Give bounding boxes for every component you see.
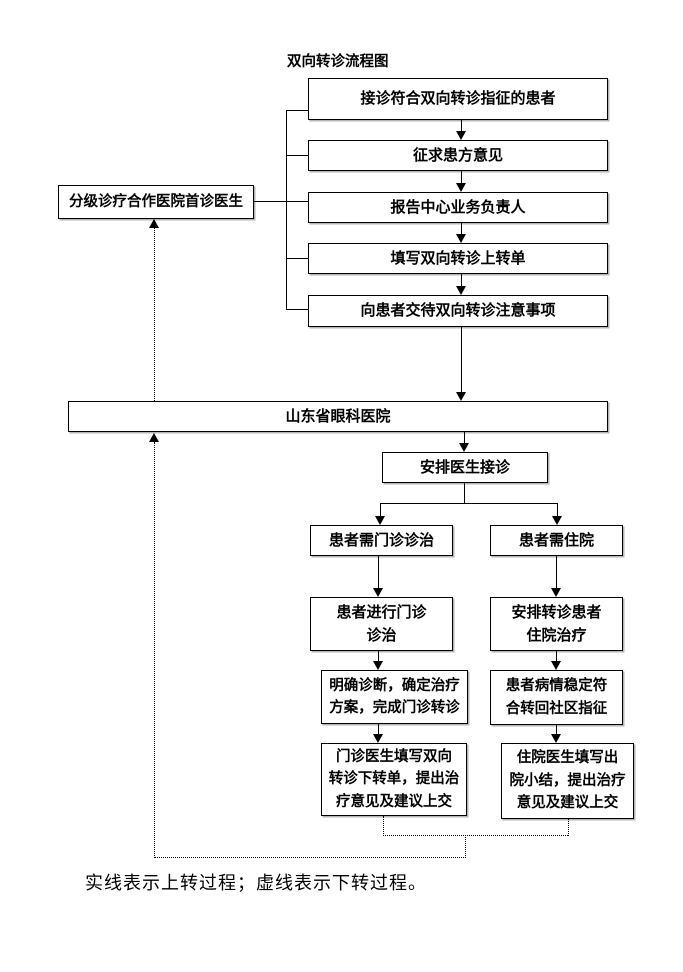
arrowhead-inpatient-stable-icon [551, 661, 561, 670]
arrow-line-hospital-arrange [464, 432, 465, 444]
node-outpatient-downrefer: 门诊医生填写双向 转诊下转单，提出治 疗意见及建议上交 [321, 743, 467, 816]
flowchart-title: 双向转诊流程图 [287, 54, 389, 70]
dotted-line-from-inpatient-summary [568, 819, 569, 836]
bracket-stub-step5 [286, 309, 308, 310]
arrowhead-hospital-icon [456, 392, 466, 401]
node-inpatient-need: 患者需住院 [490, 525, 623, 556]
dotted-line-merge-horizontal [383, 835, 568, 836]
arrow-line-outpatient-3 [378, 724, 379, 735]
arrow-line-step4-step5 [461, 274, 462, 287]
node-shandong-eye-hospital: 山东省眼科医院 [68, 401, 608, 432]
arrow-line-step1-step2 [461, 120, 462, 133]
arrow-line-step2-step3 [461, 171, 462, 184]
arrowhead-arrange-icon [459, 443, 469, 452]
arrow-line-outpatient-1 [378, 556, 379, 589]
arrowhead-outpatient-downrefer-icon [373, 734, 383, 743]
node-receive-patient: 接诊符合双向转诊指征的患者 [308, 78, 608, 120]
node-report-director: 报告中心业务负责人 [308, 192, 608, 223]
arrow-line-split-left [380, 503, 381, 517]
node-instruct-patient: 向患者交待双向转诊注意事项 [308, 295, 608, 327]
arrow-line-step3-step4 [461, 223, 462, 235]
dotted-arrowhead-to-hospital-icon [149, 433, 159, 442]
split-stem-line [464, 483, 465, 504]
arrowhead-step3-icon [456, 183, 466, 192]
dotted-line-bottom-horizontal [154, 857, 466, 858]
bracket-stub-step1 [286, 110, 308, 111]
node-outpatient-treat: 患者进行门诊 诊治 [310, 597, 453, 651]
arrow-line-outpatient-2 [378, 651, 379, 662]
arrowhead-outpatient-diagnose-icon [373, 661, 383, 670]
arrowhead-inpatient-summary-icon [551, 734, 561, 743]
node-arrange-doctor: 安排医生接诊 [382, 452, 548, 483]
arrowhead-step4-icon [456, 234, 466, 243]
arrow-line-inpatient-1 [556, 556, 557, 589]
connector-doctor-to-step3 [254, 201, 308, 202]
arrow-line-inpatient-2 [556, 651, 557, 662]
bracket-vertical-line [286, 110, 287, 309]
dotted-line-up-to-hospital [154, 442, 155, 858]
legend-caption: 实线表示上转过程；虚线表示下转过程。 [85, 873, 427, 893]
node-inpatient-stable: 患者病情稳定符 合转回社区指征 [490, 670, 623, 725]
arrow-line-step5-hospital [461, 327, 462, 393]
bracket-stub-step2 [286, 155, 308, 156]
node-outpatient-need: 患者需门诊诊治 [310, 525, 453, 556]
arrow-line-inpatient-3 [556, 725, 557, 735]
node-outpatient-diagnose: 明确诊断，确定治疗 方案，完成门诊转诊 [321, 670, 468, 724]
arrowhead-inpatient-arrange-icon [551, 588, 561, 597]
split-horizontal-line [380, 503, 557, 504]
dotted-line-merge-drop [465, 835, 466, 858]
bracket-stub-step4 [286, 258, 308, 259]
arrowhead-step2-icon [456, 131, 466, 140]
arrowhead-step5-icon [456, 286, 466, 295]
dotted-line-from-outpatient-downrefer [383, 816, 384, 836]
node-inpatient-summary: 住院医生填写出 院小结，提出治疗 意见及建议上交 [501, 743, 634, 819]
arrowhead-inpatient-icon [552, 516, 562, 525]
arrowhead-outpatient-icon [375, 516, 385, 525]
node-fill-up-referral-form: 填写双向转诊上转单 [308, 243, 608, 274]
node-inpatient-arrange: 安排转诊患者 住院治疗 [490, 597, 623, 651]
node-seek-consent: 征求患方意见 [308, 140, 608, 171]
dotted-line-hospital-to-partner-doctor [154, 228, 155, 401]
arrow-line-split-right [557, 503, 558, 517]
arrowhead-outpatient-treat-icon [373, 588, 383, 597]
dotted-arrowhead-to-partner-doctor-icon [149, 219, 159, 228]
node-partner-hospital-doctor: 分级诊疗合作医院首诊医生 [58, 185, 254, 219]
